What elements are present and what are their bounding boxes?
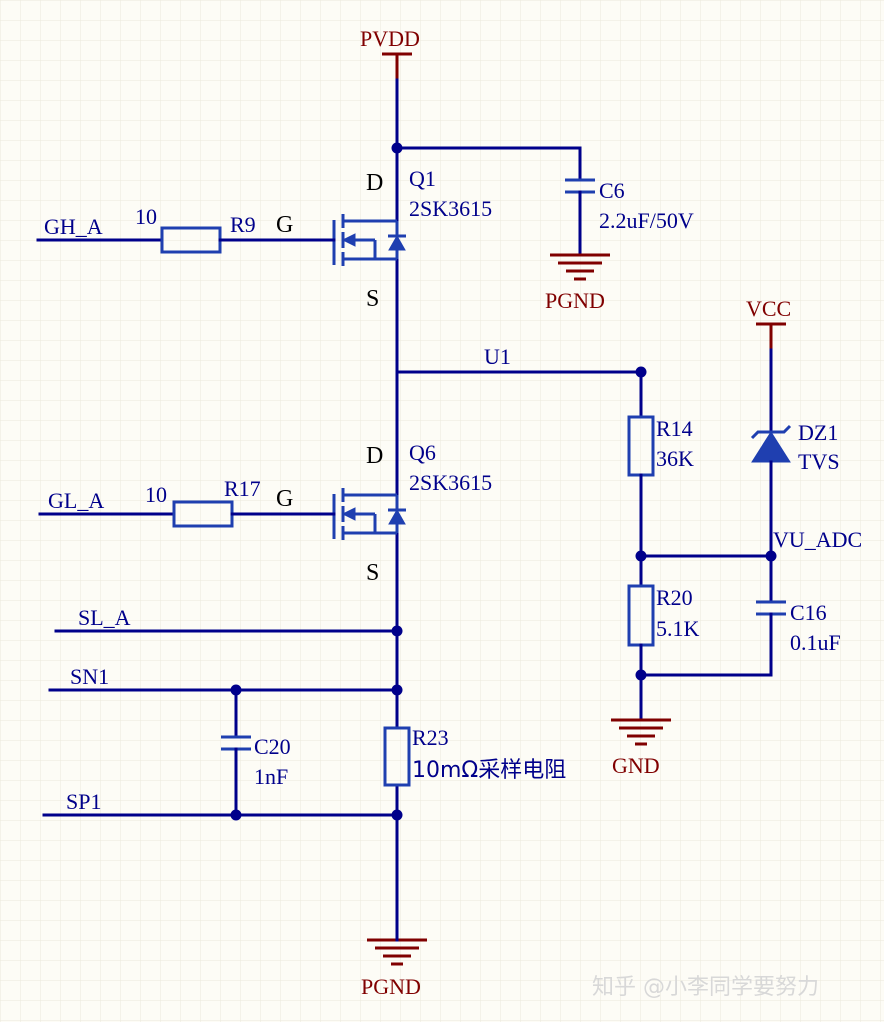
r17-value: 10 [145,482,167,507]
sl-a-net-label: SL_A [78,605,131,630]
vcc-power-port: VCC [746,296,791,350]
pgnd-bottom-ground-symbol: PGND [361,913,427,999]
r9-value: 10 [135,204,157,229]
c6-capacitor: C6 2.2uF/50V [565,146,694,233]
junction-dot [635,669,647,681]
voltage-divider: R14 36K R20 5.1K [627,370,777,697]
q1-designator: Q1 [409,166,436,191]
gl-a-gate-path: GL_A 10 R17 [38,476,336,528]
q1-mosfet: D G S Q1 2SK3615 [276,166,492,312]
r20-designator: R20 [656,585,693,610]
sn1-net-label: SN1 [70,664,109,689]
c16-designator: C16 [790,600,827,625]
r14-value: 36K [656,446,694,471]
q6-designator: Q6 [409,440,436,465]
gh-a-net-label: GH_A [44,214,103,239]
q6-part: 2SK3615 [409,470,492,495]
q1-part: 2SK3615 [409,196,492,221]
gh-a-gate-path: GH_A 10 R9 [36,204,336,254]
r17-designator: R17 [224,476,261,501]
c6-designator: C6 [599,178,625,203]
q6-gate-label: G [276,486,293,512]
c6-value: 2.2uF/50V [599,208,694,233]
c20-designator: C20 [254,734,291,759]
dz1-tvs-diode: DZ1 TVS [750,348,840,602]
vu-adc-net-label: VU_ADC [773,527,862,552]
sp1-net-label: SP1 [66,789,101,814]
pgnd-bottom-label: PGND [361,974,421,999]
junction-dot [635,550,647,562]
r20-value: 5.1K [656,616,700,641]
gnd-ground-symbol: GND [611,693,671,778]
q6-source-label: S [366,560,379,586]
pvdd-label: PVDD [360,26,420,51]
gl-a-net-label: GL_A [48,488,104,513]
dz1-value: TVS [798,449,840,474]
pgnd-c6-ground-symbol: PGND [545,228,610,313]
r23-shunt-resistor: R23 10mΩ采样电阻 [383,725,566,787]
q6-drain-label: D [366,443,383,469]
c20-capacitor: C20 1nF [221,688,291,817]
q1-source-label: S [366,286,379,312]
c16-capacitor: C16 0.1uF [756,600,841,677]
gnd-label: GND [612,753,660,778]
vcc-label: VCC [746,296,791,321]
junction-dot [391,809,403,821]
c16-value: 0.1uF [790,630,841,655]
r9-designator: R9 [230,212,256,237]
c20-value: 1nF [254,764,288,789]
r14-designator: R14 [656,416,693,441]
pvdd-power-port: PVDD [360,26,420,80]
u1-net-label: U1 [484,344,511,369]
q1-gate-label: G [276,212,293,238]
junction-dot [391,684,403,696]
watermark-text: 知乎 @小李同学要努力 [592,975,819,1000]
pgnd-c6-label: PGND [545,288,605,313]
q6-mosfet: D G S Q6 2SK3615 [276,440,492,586]
junction-dot [391,142,403,154]
dz1-designator: DZ1 [798,420,838,445]
q1-drain-label: D [366,170,383,196]
junction-dot [391,625,403,637]
r23-designator: R23 [412,725,449,750]
sense-nets: SL_A SN1 SP1 [42,605,403,821]
r23-value: 10mΩ采样电阻 [412,758,566,783]
